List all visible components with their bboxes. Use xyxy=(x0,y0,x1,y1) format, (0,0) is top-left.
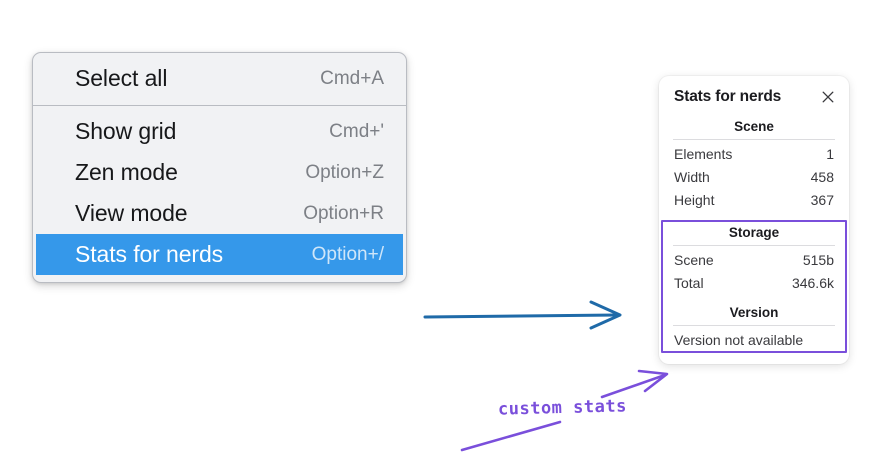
stat-value: 515b xyxy=(802,251,834,268)
stat-value: 1 xyxy=(826,145,834,162)
custom-stats-arrow xyxy=(600,369,669,399)
section-divider xyxy=(673,139,835,140)
menu-item-shortcut: Option+R xyxy=(303,203,384,224)
stats-section-storage: Storage Scene 515b Total 346.6k xyxy=(659,220,849,294)
menu-item-label: Zen mode xyxy=(75,159,178,185)
panel-title: Stats for nerds xyxy=(674,88,782,105)
menu-item-stats-for-nerds[interactable]: Stats for nerds Option+/ xyxy=(36,234,403,275)
custom-stats-underline xyxy=(460,420,562,452)
stat-label: Height xyxy=(674,191,715,208)
section-divider xyxy=(673,325,835,326)
stat-row: Width 458 xyxy=(659,165,849,188)
menu-item-label: Show grid xyxy=(75,118,177,144)
menu-item-shortcut: Option+/ xyxy=(311,244,384,265)
menu-item-label: View mode xyxy=(75,200,188,226)
section-title: Scene xyxy=(734,119,774,134)
stat-row: Total 346.6k xyxy=(659,271,849,294)
stat-row: Height 367 xyxy=(659,188,849,211)
menu-item-view-mode[interactable]: View mode Option+R xyxy=(33,193,406,234)
stats-for-nerds-panel: Stats for nerds Scene Elements 1 Width 4… xyxy=(659,76,849,364)
section-title: Version xyxy=(729,305,779,320)
menu-item-shortcut: Option+Z xyxy=(305,162,384,183)
stat-value: 458 xyxy=(810,168,834,185)
version-note: Version not available xyxy=(674,332,804,348)
stats-section-scene: Scene Elements 1 Width 458 Height 367 xyxy=(659,117,849,211)
stats-panel-header: Stats for nerds xyxy=(659,88,849,106)
menu-group-2: Show grid Cmd+' Zen mode Option+Z View m… xyxy=(33,111,406,275)
menu-item-label: Select all xyxy=(75,65,168,91)
stat-label: Scene xyxy=(674,251,714,268)
menu-item-show-grid[interactable]: Show grid Cmd+' xyxy=(33,111,406,152)
stats-section-version: Version Version not available xyxy=(659,303,849,350)
stat-label: Total xyxy=(674,274,704,291)
stat-label: Width xyxy=(674,168,710,185)
menu-item-zen-mode[interactable]: Zen mode Option+Z xyxy=(33,152,406,193)
menu-item-shortcut: Cmd+' xyxy=(329,121,384,142)
context-menu[interactable]: Select all Cmd+A Show grid Cmd+' Zen mod… xyxy=(32,52,407,283)
menu-separator xyxy=(33,105,406,106)
menu-item-label: Stats for nerds xyxy=(75,241,224,267)
menu-group-1: Select all Cmd+A xyxy=(33,58,406,99)
blue-arrow xyxy=(423,300,622,330)
section-title: Storage xyxy=(728,225,780,240)
custom-stats-label: custom stats xyxy=(497,396,628,420)
menu-item-shortcut: Cmd+A xyxy=(320,68,384,89)
section-divider xyxy=(673,245,835,246)
stat-row: Elements 1 xyxy=(659,142,849,165)
custom-stats-region: Storage Scene 515b Total 346.6k Version … xyxy=(659,220,849,353)
stat-value: 367 xyxy=(810,191,834,208)
stat-label: Elements xyxy=(674,145,733,162)
stat-value: 346.6k xyxy=(791,274,834,291)
stat-row: Scene 515b xyxy=(659,248,849,271)
menu-item-select-all[interactable]: Select all Cmd+A xyxy=(33,58,406,99)
close-icon[interactable] xyxy=(820,89,836,105)
